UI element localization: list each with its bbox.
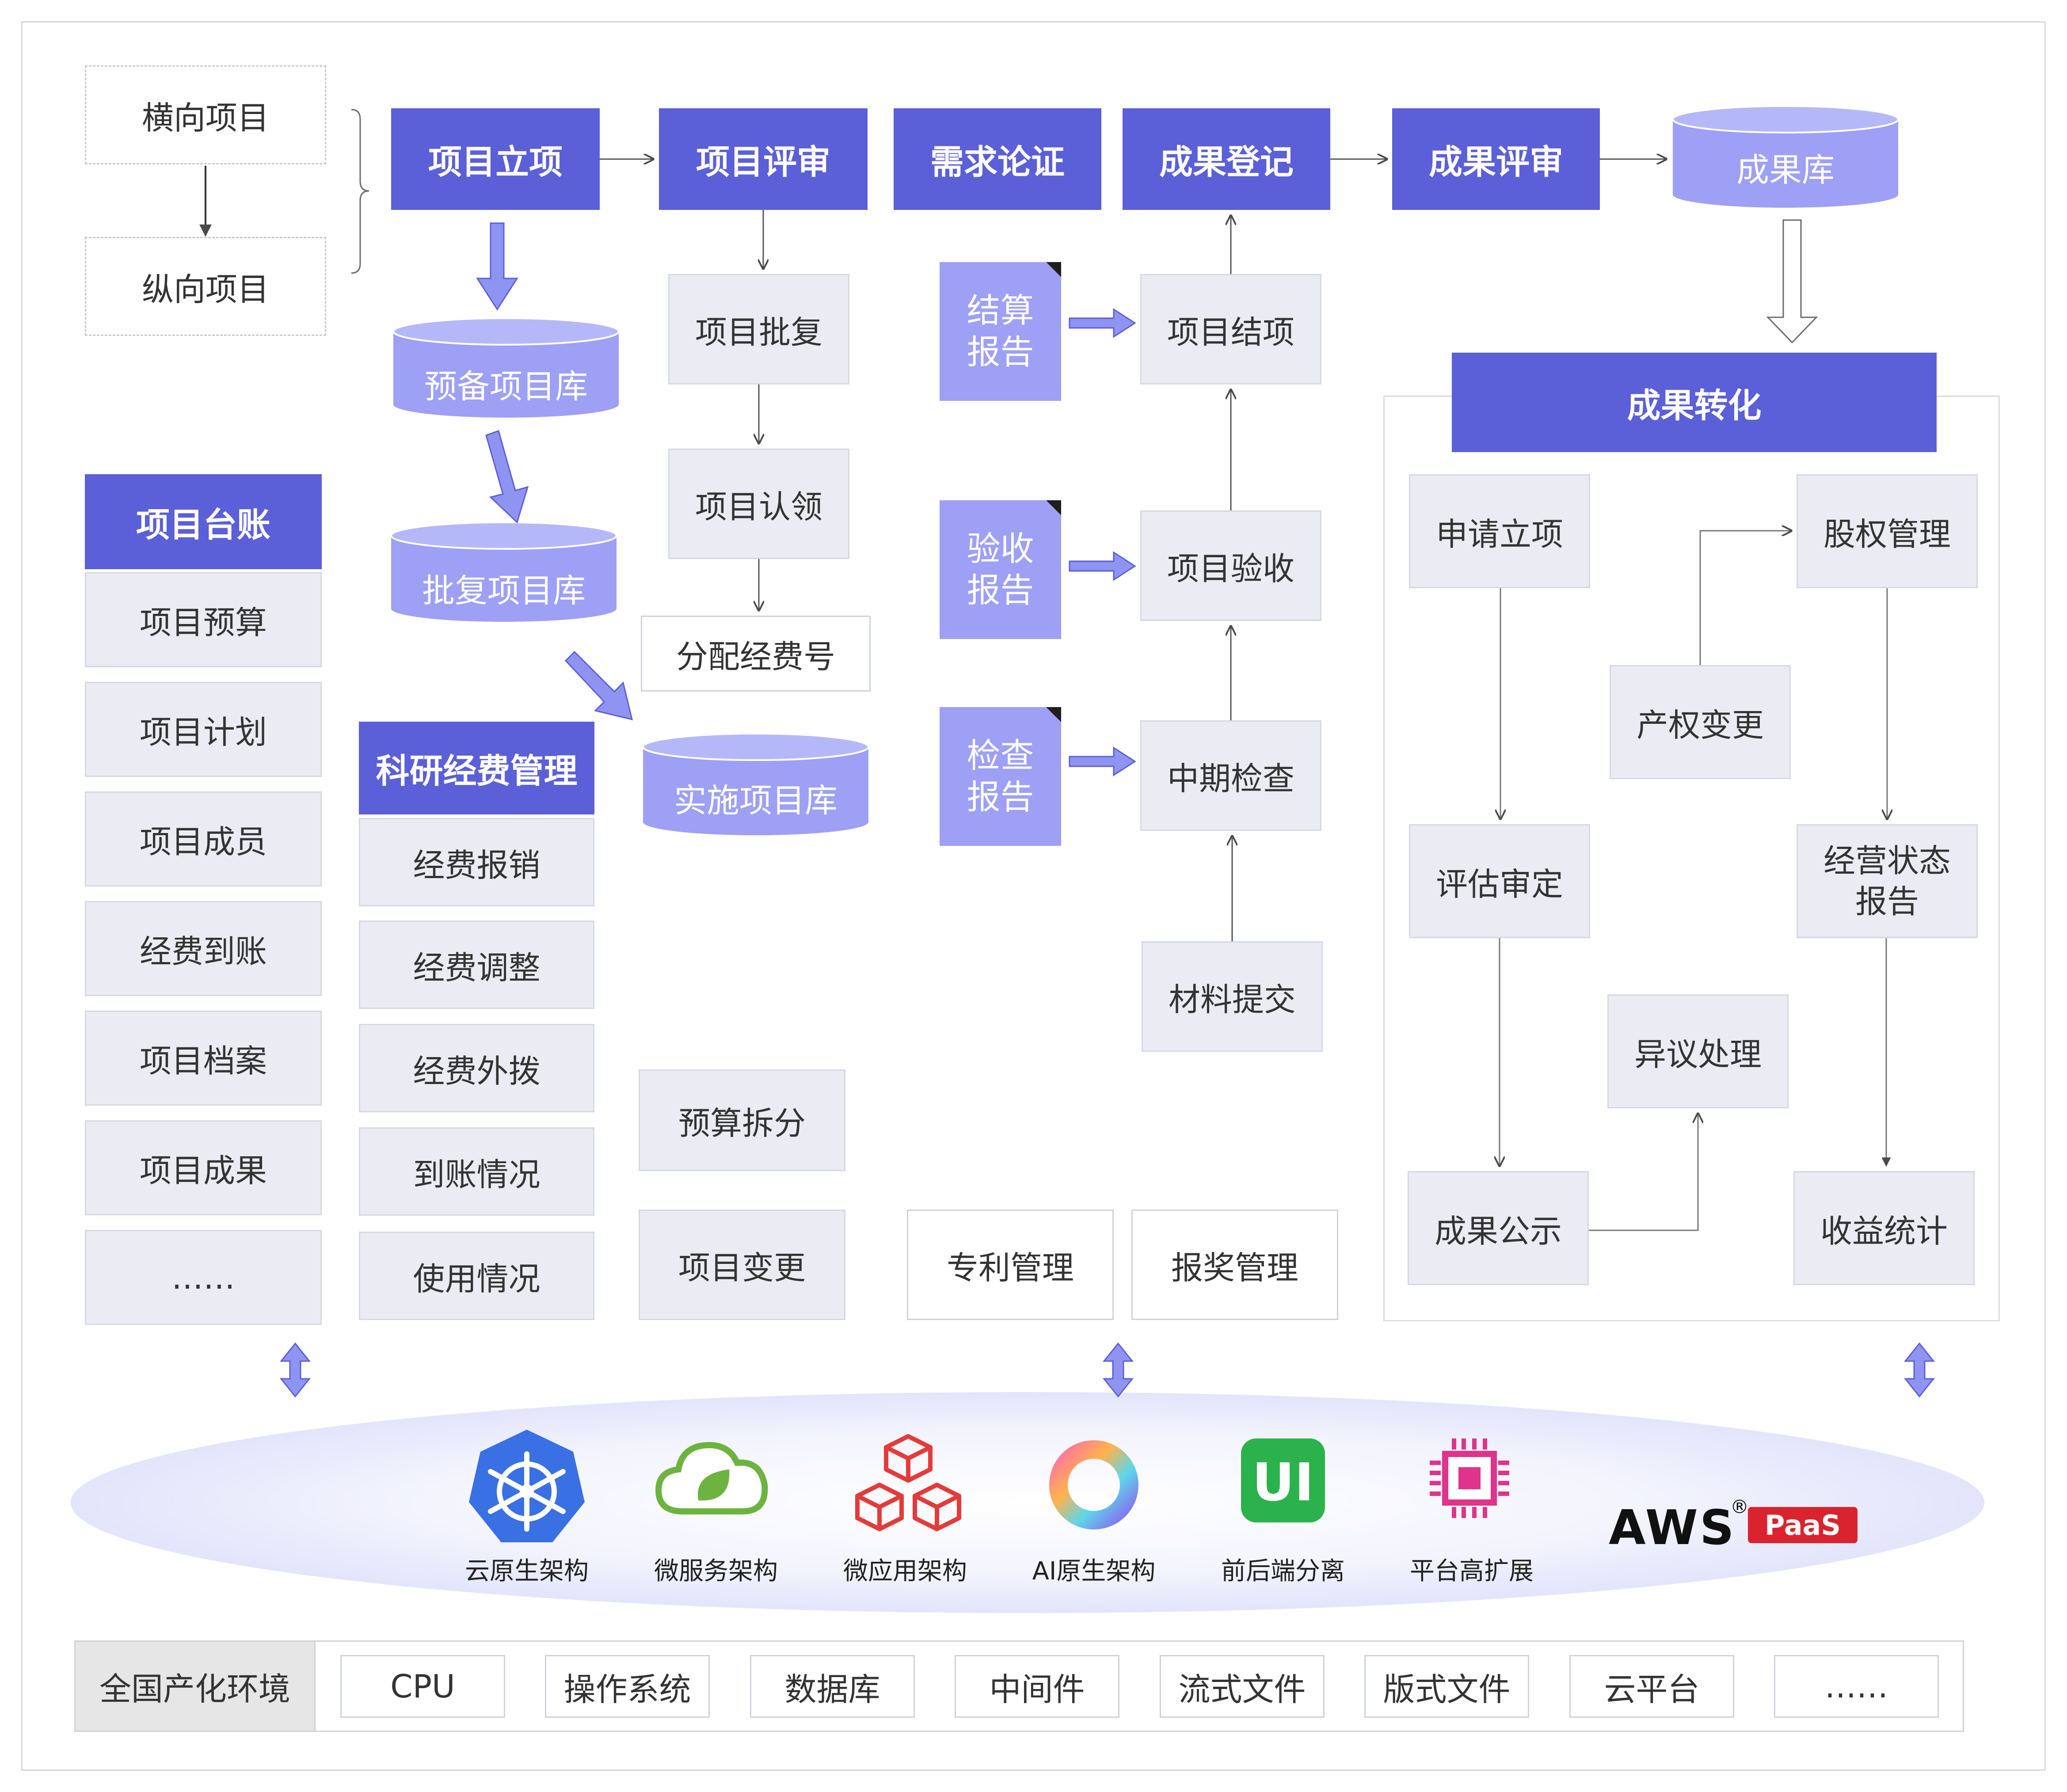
infra-item: 版式文件 [1364,1655,1529,1718]
implementation-database [642,733,869,835]
infra-title: 全国产化环境 [76,1642,316,1731]
header-initiation: 项目立项 [391,108,600,210]
step-acceptance: 项目验收 [1140,510,1321,621]
step-revenue: 收益统计 [1793,1171,1975,1285]
vertical-project-box: 纵向项目 [85,237,326,336]
platform-label-microapp: 微应用架构 [843,1557,967,1586]
logo-aws-text: AWS [1609,1500,1736,1556]
step-apply: 申请立项 [1409,474,1590,588]
database-flow-arrow [476,222,633,721]
ai-ring-icon [1049,1440,1138,1529]
funds-title: 科研经费管理 [359,722,594,814]
report-arrow [1069,308,1136,776]
double-arrow [279,1342,1935,1398]
step-property-change: 产权变更 [1610,665,1791,779]
ledger-item: 项目成员 [85,791,322,886]
infra-item: 操作系统 [545,1655,710,1718]
chip-icon [1430,1438,1509,1518]
bracket-connector [351,109,369,274]
ledger-item: 项目计划 [85,682,322,777]
hollow-arrow [1766,219,1818,344]
reserve-database-label: 预备项目库 [424,368,588,406]
infra-item: 数据库 [750,1655,915,1718]
header-review: 项目评审 [659,108,868,210]
infra-item: CPU [340,1655,505,1718]
step-claim: 项目认领 [668,449,849,559]
step-closure: 项目结项 [1140,274,1321,384]
cloud-leaf-icon [655,1442,768,1514]
infra-item: …… [1774,1655,1939,1718]
step-evaluate: 评估审定 [1409,824,1590,938]
horizontal-project-box: 横向项目 [85,65,326,164]
svg-text:UI: UI [1252,1452,1314,1513]
platform-label-ai-native: AI原生架构 [1032,1557,1156,1586]
cubes-icon [855,1434,961,1531]
funds-item: 经费外拨 [359,1024,594,1112]
header-demand: 需求论证 [894,108,1101,210]
reserve-database [392,317,620,418]
step-materials: 材料提交 [1142,941,1323,1052]
diagram-frame [21,21,2046,1771]
funds-item: 经费调整 [359,921,594,1009]
ledger-item: …… [85,1230,322,1325]
report-inspection: 检查 报告 [940,707,1061,846]
ledger-item: 项目档案 [85,1011,322,1106]
logo-paas-text: PaaS [1764,1509,1841,1541]
ledger-item: 项目预算 [85,572,322,667]
infra-item: 云平台 [1569,1655,1734,1718]
platform-label-microservice: 微服务架构 [654,1557,778,1586]
report-settlement: 结算 报告 [940,262,1061,401]
approved-database [390,521,617,622]
funds-item: 经费报销 [359,818,594,906]
platform-label-cloud-native: 云原生架构 [465,1557,589,1586]
ledger-item: 项目成果 [85,1120,322,1215]
step-midterm: 中期检查 [1140,720,1321,831]
results-database-label: 成果库 [1736,151,1835,189]
connector [1589,1114,1698,1231]
infra-item: 中间件 [955,1655,1119,1718]
platform-label-frontend-backend: 前后端分离 [1221,1557,1345,1586]
funds-item: 到账情况 [359,1127,594,1216]
report-acceptance: 验收 报告 [940,500,1061,639]
step-fund-number: 分配经费号 [641,616,871,692]
ledger-item: 经费到账 [85,901,322,996]
connector [1699,531,1791,665]
step-operation-report: 经营状态 报告 [1797,824,1978,938]
implementation-database-label: 实施项目库 [674,782,837,820]
kubernetes-icon [469,1430,585,1542]
ledger-title: 项目台账 [85,474,322,569]
platform-label-scalable: 平台高扩展 [1410,1557,1534,1586]
approved-database-label: 批复项目库 [422,572,586,610]
transformation-title: 成果转化 [1452,353,1937,452]
infra-item: 流式文件 [1160,1655,1325,1718]
step-equity: 股权管理 [1797,474,1978,588]
paas-badge [1748,1507,1858,1543]
funds-item: 使用情况 [359,1232,594,1320]
project-change-box: 项目变更 [639,1210,845,1320]
header-result-review: 成果评审 [1392,108,1600,210]
header-registration: 成果登记 [1123,108,1330,210]
results-database [1672,105,1899,208]
budget-split-box: 预算拆分 [639,1069,845,1171]
patent-box: 专利管理 [907,1210,1114,1320]
step-approval: 项目批复 [668,274,849,384]
logo-registered-mark: ® [1730,1496,1749,1518]
step-objection: 异议处理 [1607,994,1789,1108]
platform-ellipse [71,1392,1984,1613]
ui-icon: UI [1241,1438,1325,1522]
award-box: 报奖管理 [1131,1210,1338,1320]
step-publicity: 成果公示 [1408,1171,1589,1285]
